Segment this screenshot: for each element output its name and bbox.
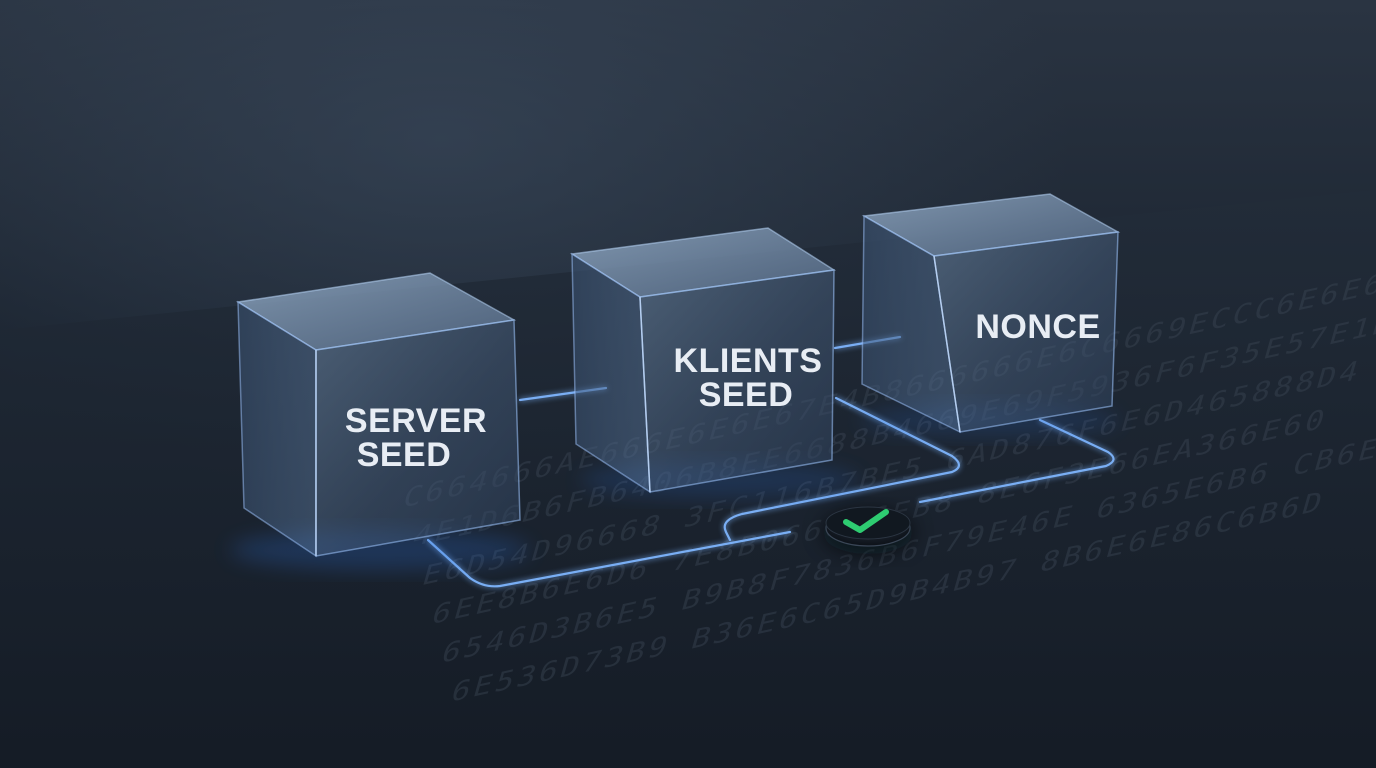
cube-klients-seed: KLIENTS SEED <box>569 227 860 498</box>
cube-label-line2: SEED <box>699 376 794 414</box>
cube-label-line2: SEED <box>357 436 452 474</box>
cube-server-seed: SERVER SEED <box>230 272 530 570</box>
wire-nonce-to-badge <box>918 418 1115 504</box>
verify-badge <box>822 506 914 554</box>
wire-server-to-badge <box>426 530 792 588</box>
wire-klients-loop <box>723 396 961 542</box>
cube-nonce: NONCE <box>860 193 1121 436</box>
cube-label-line1: KLIENTS <box>674 342 823 380</box>
cube-label-line1: SERVER <box>345 402 487 440</box>
checkmark-icon <box>843 509 889 533</box>
cube-label-line1: NONCE <box>975 308 1100 346</box>
